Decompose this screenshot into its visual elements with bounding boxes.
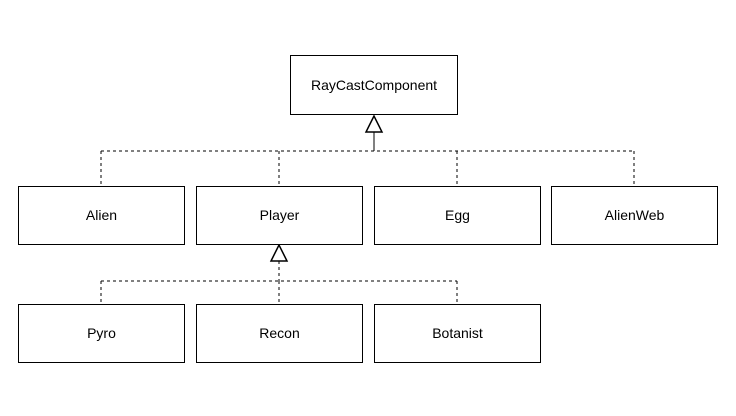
class-node-botanist[interactable]: Botanist [374, 304, 541, 363]
recon-box [196, 304, 363, 363]
raycast-realization-arrowhead [364, 114, 384, 133]
class-node-pyro[interactable]: Pyro [18, 304, 185, 363]
botanist-box [374, 304, 541, 363]
botanist-label: Botanist [432, 325, 483, 341]
pyro-label: Pyro [87, 325, 116, 341]
raycastcomponent-label: RayCastComponent [311, 77, 437, 93]
class-node-egg[interactable]: Egg [374, 186, 541, 245]
pyro-box [18, 304, 185, 363]
alien-label: Alien [86, 207, 117, 223]
class-node-alienweb[interactable]: AlienWeb [551, 186, 718, 245]
class-node-player[interactable]: Player [196, 186, 363, 245]
raycastcomponent-box [290, 55, 458, 115]
player-realization-connectors [100, 243, 458, 304]
player-realization-arrowhead [269, 243, 289, 262]
egg-label: Egg [445, 207, 470, 223]
class-node-recon[interactable]: Recon [196, 304, 363, 363]
alienweb-label: AlienWeb [605, 207, 665, 223]
recon-label: Recon [259, 325, 299, 341]
egg-box [374, 186, 541, 245]
player-label: Player [260, 207, 300, 223]
raycast-realization-connectors [100, 114, 635, 186]
player-box [196, 186, 363, 245]
class-node-raycastcomponent[interactable]: RayCastComponent [290, 55, 458, 115]
alien-box [18, 186, 185, 245]
class-node-alien[interactable]: Alien [18, 186, 185, 245]
alienweb-box [551, 186, 718, 245]
